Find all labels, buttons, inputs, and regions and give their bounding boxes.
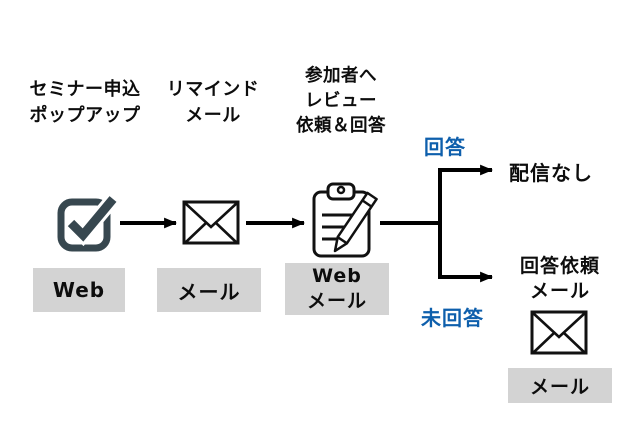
envelope-icon [530,310,588,355]
channel-box-mail-bottom: メール [508,368,612,403]
channel-box-web: Web [33,268,125,312]
channel-box-mail: メール [157,268,261,312]
result-no-delivery: 配信なし [509,161,593,185]
stage-label-remind-mail: リマインド メール [166,79,260,126]
branch-label-unanswered: 未回答 [421,306,484,330]
checkbox-icon [57,194,119,252]
envelope-icon [182,200,240,245]
branch-label-answered: 回答 [424,135,466,159]
result-answer-request-mail: 回答依頼 メール [519,255,600,302]
channel-box-web-mail: Web メール [285,263,389,315]
stage-label-seminar-popup: セミナー申込 ポップアップ [29,79,141,126]
clipboard-pencil-icon [312,182,378,258]
stage-label-review-request: 参加者へ レビュー 依頼＆回答 [296,66,386,136]
